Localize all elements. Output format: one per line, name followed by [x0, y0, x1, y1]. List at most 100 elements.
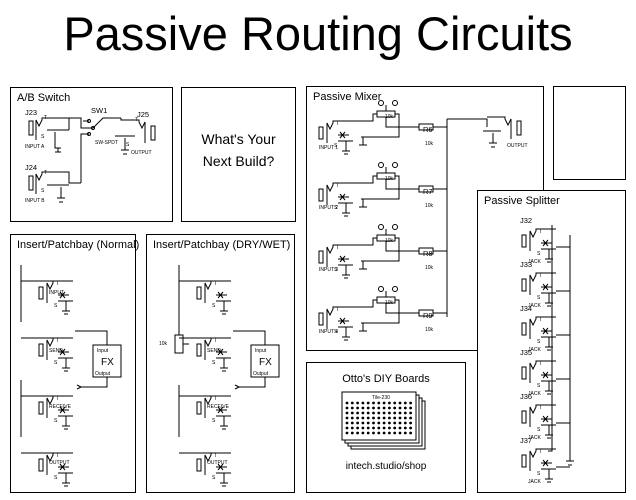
board-hole	[403, 411, 407, 415]
pin-tip-label: T	[135, 117, 138, 123]
pin-sleeve-label: S	[212, 303, 216, 309]
pin-tip-label: T	[214, 338, 217, 344]
board-hole	[361, 421, 365, 425]
fx-input-label: Input	[97, 348, 109, 354]
fx-label: FX	[259, 357, 272, 368]
mixer-input-jack	[318, 120, 353, 155]
resistor-value: 10k	[425, 203, 434, 209]
board-hole	[345, 401, 349, 405]
pin-sleeve-label: S	[54, 360, 58, 366]
pin-tip-label: T	[336, 307, 339, 313]
board-hole	[382, 421, 386, 425]
board-hole	[377, 426, 381, 430]
pin-tip-label: T	[336, 245, 339, 251]
jack-symbol	[196, 280, 231, 315]
board-hole	[382, 416, 386, 420]
pin-sleeve-label: S	[54, 475, 58, 481]
pot-value: 10k	[385, 176, 394, 182]
board-hole	[361, 431, 365, 435]
board-hole	[356, 411, 359, 415]
board-hole	[403, 406, 407, 410]
mixer-channel	[353, 286, 447, 332]
pin-sleeve-label: S	[537, 383, 541, 389]
jack-icon	[28, 120, 34, 136]
board-hole	[388, 426, 391, 430]
resistor-value: 10k	[425, 327, 434, 333]
jack-label-j24: J24	[25, 163, 37, 172]
board-hole	[372, 431, 375, 435]
board-hole	[377, 411, 381, 415]
board-hole	[403, 431, 407, 435]
splitter-jack	[521, 316, 556, 351]
board-hole	[409, 416, 412, 420]
board-hole	[350, 426, 354, 430]
jack-output-label: OUTPUT	[49, 460, 70, 466]
board-hole	[403, 401, 407, 405]
board-hole	[345, 416, 349, 420]
jack-icon	[150, 125, 156, 141]
fx-output-label: Output	[95, 371, 111, 377]
pin-sleeve-label: S	[537, 339, 541, 345]
next-build-text: What's Your Next Build?	[182, 128, 295, 172]
board-hole	[350, 411, 354, 415]
mixer-input1-label: INPUT 1	[319, 145, 338, 151]
shop-link[interactable]: intech.studio/shop	[345, 461, 427, 472]
jack-label-j32: J32	[520, 216, 532, 225]
board-hole	[345, 421, 349, 425]
pot-value: 10k	[385, 238, 394, 244]
pot-value: 10k	[159, 341, 168, 347]
jack-label-j23: J23	[25, 108, 37, 117]
resistor-label-r7: R7	[423, 187, 433, 196]
pin-tip-label: T	[214, 396, 217, 402]
board-hole	[393, 431, 397, 435]
jack-input-label: INPUT	[49, 290, 64, 296]
fx-label: FX	[101, 357, 114, 368]
mixer-input-jack	[318, 244, 353, 279]
board-hole	[409, 421, 412, 425]
board-hole	[398, 406, 402, 410]
mixer-input2-label: INPUT 2	[319, 205, 338, 211]
board-hole	[403, 426, 407, 430]
board-hole	[356, 406, 359, 410]
board-hole	[398, 426, 402, 430]
pin-sleeve-label: S	[41, 134, 45, 140]
board-hole	[377, 416, 381, 420]
jack-label-j25: J25	[137, 110, 149, 119]
pin-tip-label: T	[539, 361, 542, 367]
jack-type-label: JACK	[528, 303, 541, 309]
mixer-input-jack	[318, 182, 353, 217]
board-hole	[366, 426, 370, 430]
jack-label-j37: J37	[520, 436, 532, 445]
mixer-channel	[353, 100, 447, 146]
jack-receive-label: RECEIVE	[207, 404, 230, 410]
pin-sleeve-label: S	[54, 303, 58, 309]
board-hole	[388, 411, 391, 415]
board-hole	[350, 421, 354, 425]
board-hole	[372, 416, 375, 420]
board-hole	[345, 431, 349, 435]
board-hole	[356, 426, 359, 430]
pin-tip-label: T	[56, 453, 59, 459]
pin-tip-label: T	[56, 338, 59, 344]
pin-tip-label: T	[44, 115, 47, 121]
panel-title: Passive Splitter	[484, 195, 560, 207]
board-hole	[372, 421, 375, 425]
board-hole	[361, 411, 365, 415]
output-label: OUTPUT	[131, 150, 152, 156]
pin-tip-label: T	[539, 229, 542, 235]
mixer-input4-label: INPUT 4	[319, 329, 338, 335]
panel-title: Insert/Patchbay (Normal)	[17, 239, 140, 251]
board-hole	[409, 406, 412, 410]
jack-icon	[516, 120, 522, 136]
jack-type-label: JACK	[528, 479, 541, 485]
board-hole	[377, 421, 381, 425]
pin-sleeve-label: S	[54, 418, 58, 424]
next-build-line2: Next Build?	[202, 153, 275, 169]
board-illustration: Tile-230	[341, 391, 426, 450]
passive-splitter-schematic: TSJ32JACKTSJ33JACKTSJ34JACKTSJ35JACKTSJ3…	[520, 216, 574, 485]
board-hole	[361, 416, 365, 420]
